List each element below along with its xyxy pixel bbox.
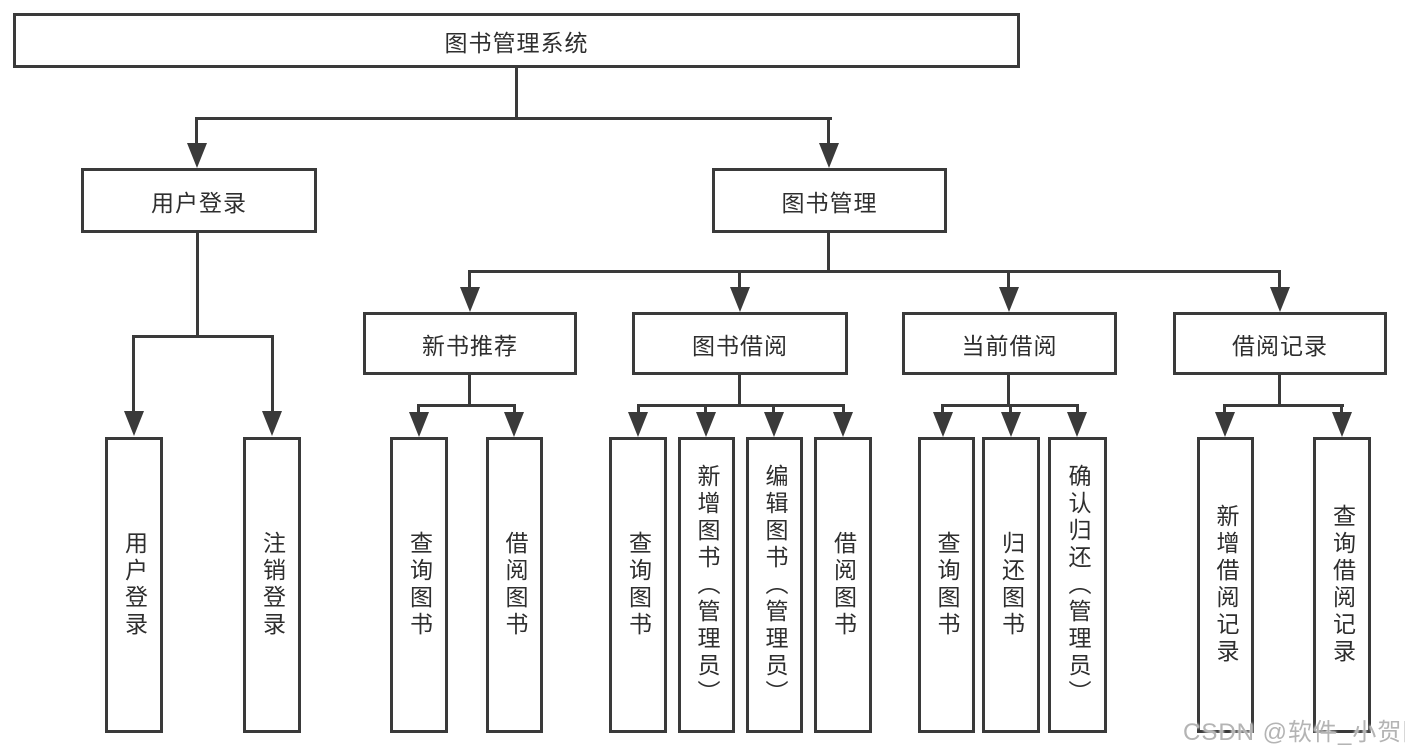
leaf-user-login: 用户登录 [105, 437, 163, 733]
leaf-label: 新增借阅记录 [1213, 504, 1239, 666]
connector-level2-bus [468, 270, 1281, 273]
arrowhead-down [1270, 287, 1290, 312]
node-borrowing-records: 借阅记录 [1173, 312, 1387, 375]
node-label: 借阅记录 [1232, 332, 1328, 359]
arrowhead-down [696, 412, 716, 437]
leaf-query-books-borrowing: 查询图书 [609, 437, 667, 733]
node-book-borrowing: 图书借阅 [632, 312, 848, 375]
connector-drop [637, 404, 640, 415]
connector-drop [1278, 270, 1281, 290]
leaf-label: 查询图书 [625, 531, 652, 639]
arrowhead-down [409, 412, 429, 437]
connector-drop [704, 404, 707, 415]
arrowhead-down [124, 411, 144, 436]
connector-stem [738, 375, 741, 407]
node-label: 图书管理 [781, 189, 878, 216]
leaf-label: 查询借阅记录 [1329, 504, 1356, 666]
connector-leaf-bus [417, 404, 516, 407]
leaf-label: 归还图书 [998, 531, 1025, 639]
leaf-add-borrow-record: 新增借阅记录 [1197, 437, 1254, 733]
connector-book-mgmt-stem [827, 233, 830, 273]
node-current-borrowing: 当前借阅 [902, 312, 1117, 375]
connector-leaf-bus [637, 404, 845, 407]
connector-drop [941, 404, 944, 415]
leaf-label: 借阅图书 [502, 531, 528, 639]
arrowhead-down [504, 412, 524, 437]
leaf-query-books-recommend: 查询图书 [390, 437, 448, 733]
leaf-label: 编辑图书（管理员） [762, 463, 788, 707]
arrowhead-down [730, 287, 750, 312]
leaf-confirm-return-admin: 确认归还（管理员） [1048, 437, 1107, 733]
arrowhead-down [1332, 412, 1352, 437]
leaf-label: 借阅图书 [830, 531, 857, 639]
arrowhead-down [833, 412, 853, 437]
arrowhead-down [628, 412, 648, 437]
connector-drop [1009, 404, 1012, 415]
connector-leaf-bus [1223, 404, 1344, 407]
leaf-label: 确认归还（管理员） [1065, 463, 1091, 707]
arrowhead-down [262, 411, 282, 436]
leaf-logout: 注销登录 [243, 437, 301, 733]
connector-drop [772, 404, 775, 415]
node-label: 新书推荐 [422, 332, 518, 359]
leaf-add-books-admin: 新增图书（管理员） [678, 437, 735, 733]
leaf-borrow-books-recommend: 借阅图书 [486, 437, 543, 733]
node-label: 图书借阅 [692, 332, 788, 359]
connector-drop [1007, 270, 1010, 290]
connector-user-login-stem [196, 233, 199, 337]
leaf-label: 查询图书 [406, 531, 433, 639]
node-user-login: 用户登录 [81, 168, 317, 233]
arrowhead-down [1067, 412, 1087, 437]
arrowhead-down [933, 412, 953, 437]
connector-level1-bus [196, 117, 832, 120]
connector-user-login-bus [132, 335, 274, 338]
connector-drop [1223, 404, 1226, 415]
leaf-edit-books-admin: 编辑图书（管理员） [746, 437, 803, 733]
arrowhead-down [1215, 412, 1235, 437]
node-book-management: 图书管理 [712, 168, 947, 233]
connector-root-stem [515, 68, 518, 118]
leaf-label: 注销登录 [259, 531, 286, 639]
node-label: 当前借阅 [961, 332, 1058, 359]
connector-stem [1278, 375, 1281, 407]
connector-drop [842, 404, 845, 415]
node-library-management-system: 图书管理系统 [13, 13, 1020, 68]
leaf-query-borrow-record: 查询借阅记录 [1313, 437, 1371, 733]
connector-drop [738, 270, 741, 290]
leaf-borrow-books-borrowing: 借阅图书 [814, 437, 872, 733]
connector-drop [195, 117, 198, 147]
arrowhead-down [999, 287, 1019, 312]
connector-stem [1007, 375, 1010, 407]
arrowhead-down [819, 143, 839, 168]
leaf-label: 用户登录 [121, 531, 148, 639]
leaf-label: 新增图书（管理员） [694, 463, 720, 707]
arrowhead-down [187, 143, 207, 168]
arrowhead-down [764, 412, 784, 437]
connector-drop [1340, 404, 1343, 415]
connector-drop [271, 335, 274, 411]
connector-drop [827, 117, 830, 147]
arrowhead-down [1001, 412, 1021, 437]
node-label: 用户登录 [151, 189, 247, 216]
leaf-label: 查询图书 [934, 531, 960, 639]
connector-drop [1076, 404, 1079, 415]
connector-stem [468, 375, 471, 407]
leaf-return-books: 归还图书 [982, 437, 1040, 733]
connector-drop [468, 270, 471, 290]
connector-drop [417, 404, 420, 415]
node-new-book-recommend: 新书推荐 [363, 312, 577, 375]
leaf-query-books-current: 查询图书 [918, 437, 975, 733]
csdn-watermark: CSDN @软件_小贺同学 [1183, 719, 1405, 746]
connector-drop [513, 404, 516, 415]
arrowhead-down [460, 287, 480, 312]
node-label: 图书管理系统 [444, 29, 589, 56]
connector-drop [132, 335, 135, 411]
